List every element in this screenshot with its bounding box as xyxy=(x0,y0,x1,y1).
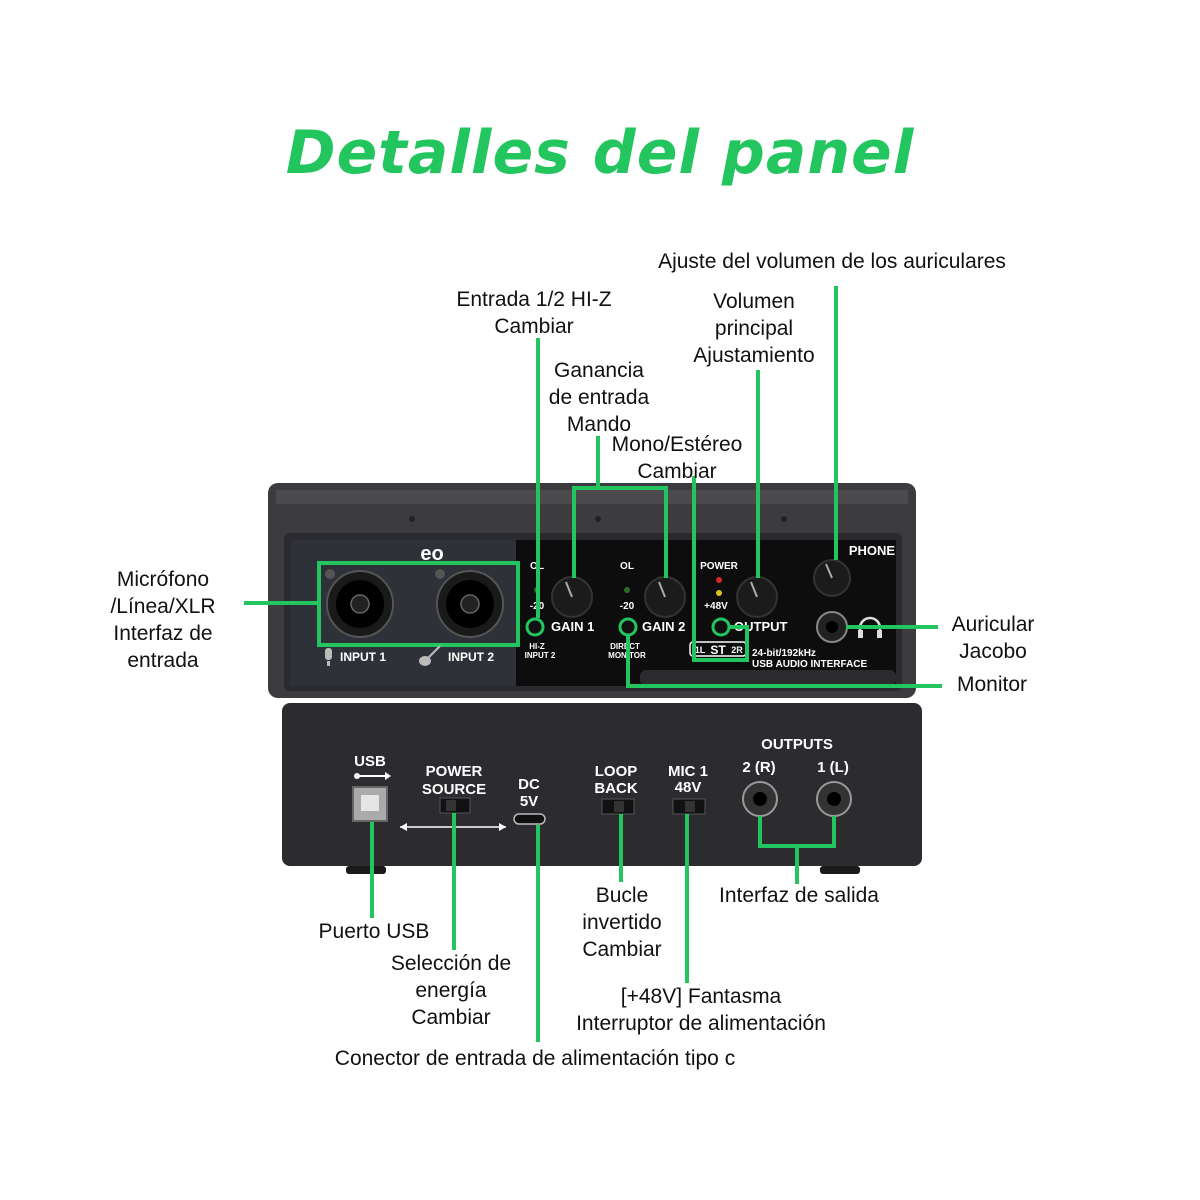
hiz-label-2: INPUT 2 xyxy=(525,651,556,660)
badge-right: 2R xyxy=(731,645,743,655)
loopback-label-2: BACK xyxy=(594,780,637,797)
callout-monitor: Monitor xyxy=(956,673,1028,696)
headphone-jack[interactable] xyxy=(816,611,848,643)
guitar-icon xyxy=(419,645,441,666)
loopback-switch[interactable] xyxy=(601,798,635,815)
gain1-label: GAIN 1 xyxy=(551,619,594,634)
output1-label: 1 (L) xyxy=(817,759,849,776)
input1-label: INPUT 1 xyxy=(340,650,386,664)
minus20-label-2: -20 xyxy=(620,601,635,612)
callout-output-interface: Interfaz de salida xyxy=(719,884,879,907)
badge-mid: ST xyxy=(710,643,726,657)
power-source-switch[interactable] xyxy=(439,797,471,814)
dc-label-2: 5V xyxy=(520,793,538,810)
power-label: POWER xyxy=(700,561,739,572)
usb-symbol-icon xyxy=(354,772,391,780)
output-knob[interactable] xyxy=(736,576,778,618)
direct-monitor-button[interactable] xyxy=(618,617,638,637)
gain1-knob[interactable] xyxy=(551,576,593,618)
power-source-label-1: POWER xyxy=(426,763,483,780)
phone-label: PHONE xyxy=(849,543,896,558)
mic48-label-2: 48V xyxy=(675,779,702,796)
leader-lines xyxy=(244,286,942,1042)
mic-icon xyxy=(325,648,332,666)
mono-stereo-button[interactable] xyxy=(711,617,731,637)
callout-main-volume: Volumen principal Ajustamiento xyxy=(693,290,815,367)
combo-jack-2[interactable] xyxy=(435,569,504,638)
power-source-label-2: SOURCE xyxy=(422,781,486,798)
led-2 xyxy=(624,587,630,593)
phantom-led xyxy=(716,590,722,596)
power-led xyxy=(716,577,722,583)
outputs-label: OUTPUTS xyxy=(761,736,833,753)
loopback-label-1: LOOP xyxy=(595,763,638,780)
hiz-switch-button[interactable] xyxy=(525,617,545,637)
callout-hiz-switch: Entrada 1/2 HI-Z Cambiar xyxy=(456,288,612,338)
badge-left: 1L xyxy=(695,645,706,655)
spec-line-2: USB AUDIO INTERFACE xyxy=(752,659,868,670)
phantom-switch[interactable] xyxy=(672,798,706,815)
output2-label: 2 (R) xyxy=(742,759,775,776)
direct-label-1: DIRECT xyxy=(610,642,640,651)
callout-usb-port: Puerto USB xyxy=(318,920,430,943)
usb-c-port[interactable] xyxy=(513,813,546,825)
mic48-label-1: MIC 1 xyxy=(668,763,708,780)
callout-phantom: [+48V] Fantasma Interruptor de alimentac… xyxy=(576,985,826,1035)
brand-logo: eo xyxy=(420,543,443,565)
output-jack-2[interactable] xyxy=(742,781,778,817)
gain2-knob[interactable] xyxy=(644,576,686,618)
plus48-label: +48V xyxy=(704,601,728,612)
callout-type-c: Conector de entrada de alimentación tipo… xyxy=(334,1047,736,1070)
spec-line-1: 24-bit/192kHz xyxy=(752,648,816,659)
page-title: Detalles del panel xyxy=(285,118,915,188)
dc-label-1: DC xyxy=(518,776,540,793)
usb-label: USB xyxy=(354,753,386,770)
callout-power-select: Selección de energía Cambiar xyxy=(390,952,512,1029)
callout-loopback: Bucle invertido Cambiar xyxy=(582,884,662,961)
ol-label-2: OL xyxy=(620,561,634,572)
callout-headphone-volume: Ajuste del volumen de los auriculares xyxy=(658,250,1006,273)
usb-b-port[interactable] xyxy=(352,786,388,822)
hiz-label-1: HI-Z xyxy=(529,642,545,651)
callout-input-gain: Ganancia de entrada Mando xyxy=(548,359,650,436)
combo-jack-1[interactable] xyxy=(325,569,394,638)
gain2-label: GAIN 2 xyxy=(642,619,685,634)
input2-label: INPUT 2 xyxy=(448,650,494,664)
phone-volume-knob[interactable] xyxy=(813,559,851,597)
callout-mono-stereo: Mono/Estéreo Cambiar xyxy=(611,433,743,483)
callout-mic-line-xlr: Micrófono /Línea/XLR Interfaz de entrada xyxy=(110,568,216,672)
callout-headphone-jack: Auricular Jacobo xyxy=(951,613,1035,663)
output-jack-1[interactable] xyxy=(816,781,852,817)
